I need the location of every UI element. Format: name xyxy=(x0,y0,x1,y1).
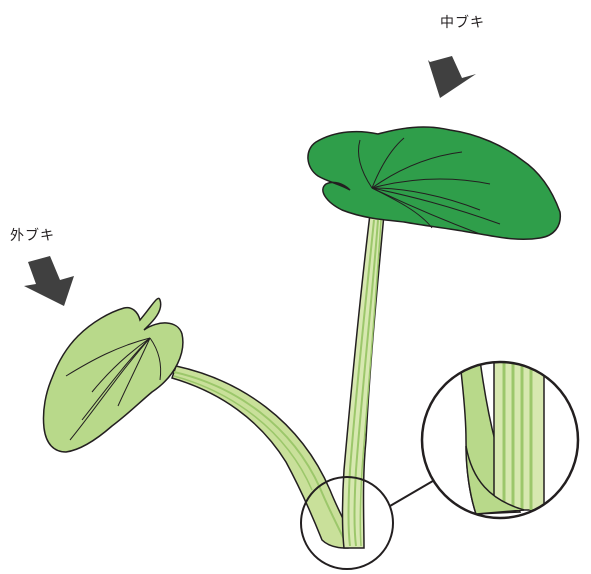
outer-stalk xyxy=(172,366,356,548)
inner-stalk xyxy=(343,214,385,548)
inner-leaf xyxy=(308,127,560,239)
magnified-inset xyxy=(420,360,580,520)
inner-arrow-icon xyxy=(428,56,476,98)
outer-arrow-icon xyxy=(24,256,74,306)
zoom-connector xyxy=(390,478,438,506)
outer-leaf xyxy=(43,298,182,452)
outer-stalk-label: 外ブキ xyxy=(10,225,55,245)
inner-stalk-label: 中ブキ xyxy=(440,12,485,32)
